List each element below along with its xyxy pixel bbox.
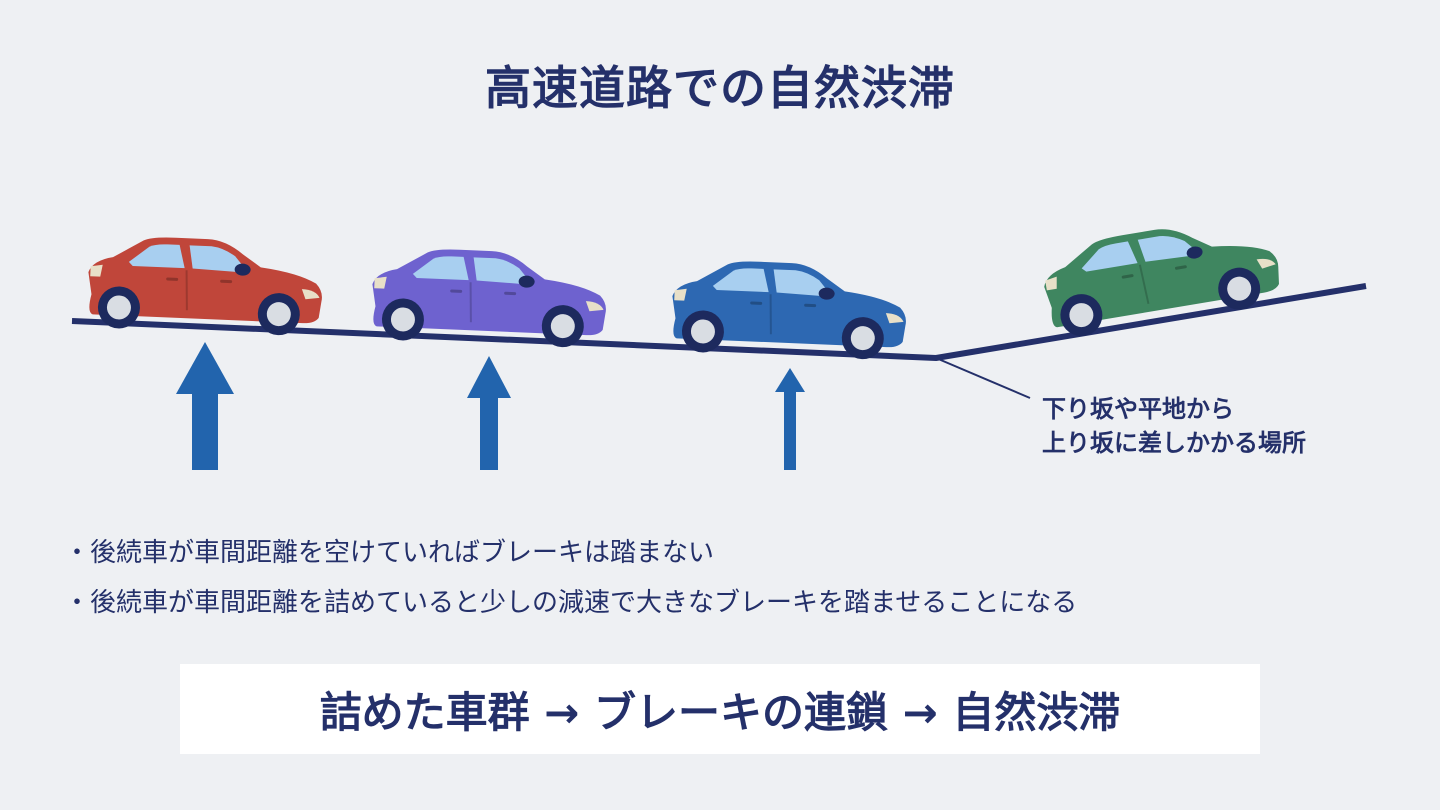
- callout-label: 下り坂や平地から 上り坂に差しかかる場所: [1042, 392, 1306, 460]
- bullet-marker: ・: [64, 538, 91, 568]
- summary-box: 詰めた車群 → ブレーキの連鎖 → 自然渋滞: [180, 664, 1260, 754]
- bullet-marker: ・: [64, 588, 91, 618]
- summary-text: 詰めた車群 → ブレーキの連鎖 → 自然渋滞: [319, 687, 1121, 737]
- page-title: 高速道路での自然渋滞: [485, 61, 955, 115]
- red-car: [85, 233, 326, 338]
- purple-car: [369, 245, 610, 350]
- brake-arrow-medium: [467, 356, 511, 470]
- bullet-text: 後続車が車間距離を詰めていると少しの減速で大きなブレーキを踏ませることになる: [90, 588, 1078, 618]
- bullet-item: ・後続車が車間距離を詰めていると少しの減速で大きなブレーキを踏ませることになる: [64, 578, 1077, 628]
- brake-arrow-large: [176, 342, 234, 470]
- red-car-shape: [85, 233, 326, 338]
- callout-line-1: 下り坂や平地から: [1042, 395, 1234, 423]
- bullet-text: 後続車が車間距離を空けていればブレーキは踏まない: [90, 538, 715, 568]
- bullet-list: ・後続車が車間距離を空けていればブレーキは踏まない ・後続車が車間距離を詰めてい…: [64, 528, 1077, 628]
- callout-leader: [935, 357, 1031, 399]
- brake-arrow-small: [775, 368, 805, 470]
- callout-line-2: 上り坂に差しかかる場所: [1042, 429, 1306, 457]
- blue-car: [669, 257, 910, 362]
- purple-car-shape: [369, 245, 610, 350]
- bullet-item: ・後続車が車間距離を空けていればブレーキは踏まない: [64, 528, 1077, 578]
- blue-car-shape: [669, 257, 910, 362]
